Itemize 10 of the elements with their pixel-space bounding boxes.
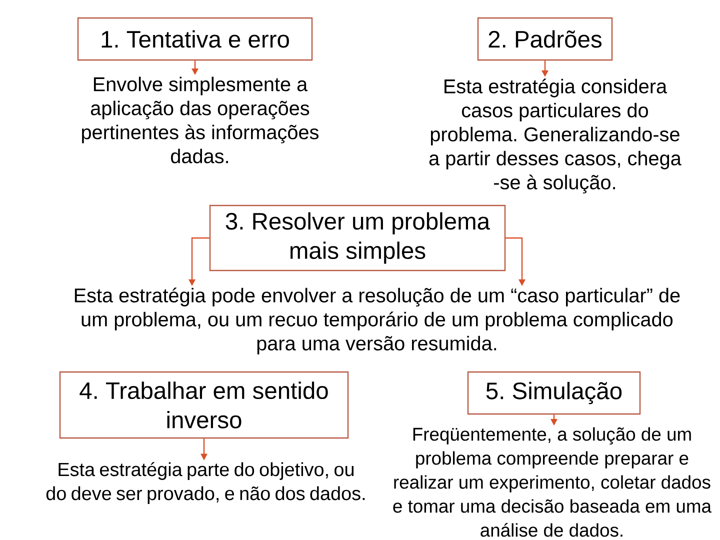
strategy-box: 4. Trabalhar em sentido inverso [59, 371, 349, 439]
strategy-box: 2. Padrões [477, 17, 613, 61]
strategy-box: 3. Resolver um problema mais simples [209, 204, 506, 272]
description-text: Esta estratégia considera casos particulares do problema. Generalizando-se a partir desses casos, chega -se à solução. [429, 78, 682, 194]
description-text: Envolve simplesmente a aplicação das operações pertinentes às informações dadas. [82, 76, 318, 164]
description-text: Esta estratégia pode envolver a resolução de um “caso particular” de um problema, ou um recuo temporário de um problema complicado para uma versão resumida. [74, 288, 680, 354]
strategy-box: 5. Simulação [467, 371, 641, 415]
strategy-box: 1. Tentativa e erro [77, 17, 313, 61]
description-text: Freqüentemente, a solução de um problema compreende preparar e realizar um experimento, coletar dados e tomar uma decisão baseada em uma análise de dados. [393, 427, 712, 537]
description-text: Esta estratégia parte do objetivo, ou do deve ser provado, e não dos dados. [46, 462, 365, 504]
